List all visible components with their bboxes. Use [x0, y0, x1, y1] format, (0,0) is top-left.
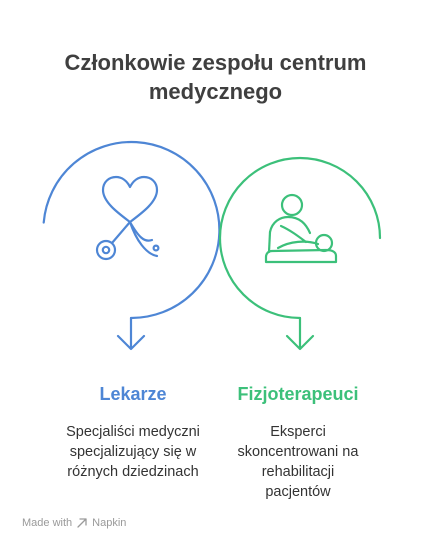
made-with-text: Made with	[22, 517, 73, 529]
doctors-desc-line-2: specjalizujący się w	[69, 444, 197, 460]
title-line-2: medycznego	[148, 79, 283, 104]
napkin-brand-text: Napkin	[92, 517, 127, 529]
massage-therapy-icon	[264, 193, 338, 264]
physio-desc-line-3: rehabilitacji	[261, 464, 335, 480]
physio-circle-arc	[218, 156, 382, 320]
napkin-logo-icon	[77, 518, 87, 528]
physio-group	[218, 156, 382, 351]
physio-desc-line-2: skoncentrowani na	[237, 444, 359, 460]
doctors-label: Lekarze	[99, 384, 167, 404]
physio-label: Fizjoterapeuci	[237, 384, 359, 404]
doctors-desc-line-3: różnych dziedzinach	[67, 464, 199, 480]
doctors-arrow-down-icon	[116, 316, 146, 351]
physio-desc-line-1: Eksperci	[270, 424, 326, 440]
physio-arrow-down-icon	[285, 316, 315, 351]
made-with-napkin-footer[interactable]: Made with Napkin	[22, 517, 126, 529]
physio-desc-line-4: pacjentów	[265, 484, 331, 500]
doctors-desc-line-1: Specjaliści medyczni	[66, 424, 200, 440]
doctors-circle-arc	[42, 140, 221, 320]
doctors-description: Specjaliści medyczni specjalizujący się …	[38, 422, 228, 482]
heart-stethoscope-icon	[95, 175, 160, 261]
physio-description: Eksperci skoncentrowani na rehabilitacji…	[213, 422, 383, 502]
doctors-group	[42, 140, 221, 351]
title-line-1: Członkowie zespołu centrum	[64, 50, 367, 75]
diagram-title: Członkowie zespołu centrum medycznego	[0, 48, 431, 106]
